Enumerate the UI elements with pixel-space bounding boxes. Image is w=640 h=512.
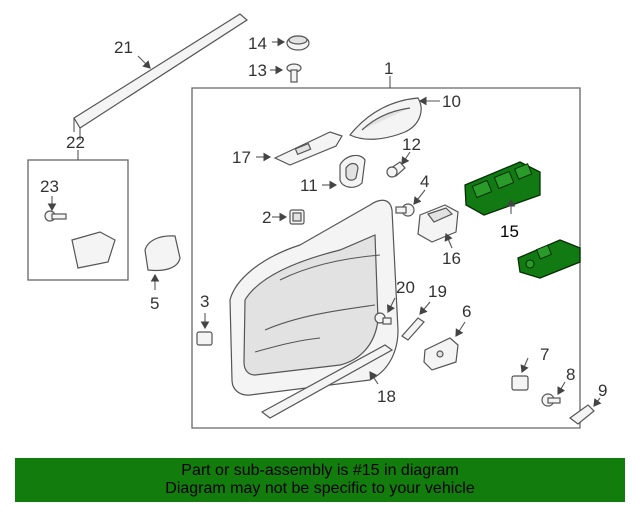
callout-16: 16 bbox=[442, 249, 461, 268]
callout-10: 10 bbox=[442, 92, 461, 111]
part-9-fastener[interactable] bbox=[568, 404, 595, 425]
part-7-clip[interactable] bbox=[511, 375, 529, 391]
part-13-screw[interactable] bbox=[286, 63, 302, 83]
banner-line-2: Diagram may not be specific to your vehi… bbox=[165, 480, 475, 497]
callout-18: 18 bbox=[377, 387, 396, 406]
callout-14: 14 bbox=[248, 34, 267, 53]
callout-12: 12 bbox=[402, 135, 421, 154]
callout-13: 13 bbox=[248, 61, 267, 80]
part-12-clip[interactable] bbox=[386, 161, 406, 178]
part-8-screw[interactable] bbox=[541, 393, 561, 407]
part-17-cover[interactable] bbox=[273, 131, 343, 166]
callout-5: 5 bbox=[150, 294, 159, 313]
part-20-screw[interactable] bbox=[374, 312, 392, 325]
callout-9: 9 bbox=[598, 381, 607, 400]
part-14-cap[interactable] bbox=[286, 35, 310, 51]
part-22-insert[interactable] bbox=[71, 231, 116, 269]
callout-2: 2 bbox=[262, 208, 271, 227]
callout-6: 6 bbox=[462, 302, 471, 321]
callout-21: 21 bbox=[114, 38, 133, 57]
part-21-molding[interactable] bbox=[73, 13, 249, 140]
part-2-fastener[interactable] bbox=[289, 209, 305, 225]
part-5-cover[interactable] bbox=[144, 235, 181, 272]
callout-1: 1 bbox=[384, 59, 393, 78]
callout-3: 3 bbox=[200, 292, 209, 311]
part-18-strip[interactable] bbox=[260, 344, 394, 419]
part-6-bracket[interactable] bbox=[423, 337, 459, 371]
part-23-screw[interactable] bbox=[44, 210, 67, 222]
part-4-clip[interactable] bbox=[395, 203, 415, 217]
callout-4: 4 bbox=[420, 172, 429, 191]
part-10-handle[interactable] bbox=[349, 97, 422, 140]
callout-15: 15 bbox=[500, 222, 519, 241]
info-banner: Part or sub-assembly is #15 in diagram D… bbox=[15, 458, 625, 502]
part-3-clip[interactable] bbox=[196, 331, 213, 346]
door-panel bbox=[229, 199, 399, 396]
callout-7: 7 bbox=[540, 345, 549, 364]
door-trim-frame bbox=[191, 87, 581, 429]
callout-20: 20 bbox=[396, 278, 415, 297]
parts-diagram: 21 14 13 1 10 22 12 17 11 4 23 2 15 16 2… bbox=[27, 13, 607, 429]
part-15-window-switch[interactable] bbox=[464, 161, 581, 279]
callout-22: 22 bbox=[66, 133, 85, 152]
callout-8: 8 bbox=[566, 365, 575, 384]
banner-line-1: Part or sub-assembly is #15 in diagram bbox=[181, 462, 459, 479]
part-16-switch[interactable] bbox=[417, 204, 459, 243]
part-11-inner-handle[interactable] bbox=[339, 154, 366, 188]
callout-19: 19 bbox=[428, 282, 447, 301]
part-19-trim[interactable] bbox=[401, 317, 425, 341]
callout-11: 11 bbox=[300, 176, 318, 195]
callout-17: 17 bbox=[232, 148, 251, 167]
callout-23: 23 bbox=[40, 177, 59, 196]
